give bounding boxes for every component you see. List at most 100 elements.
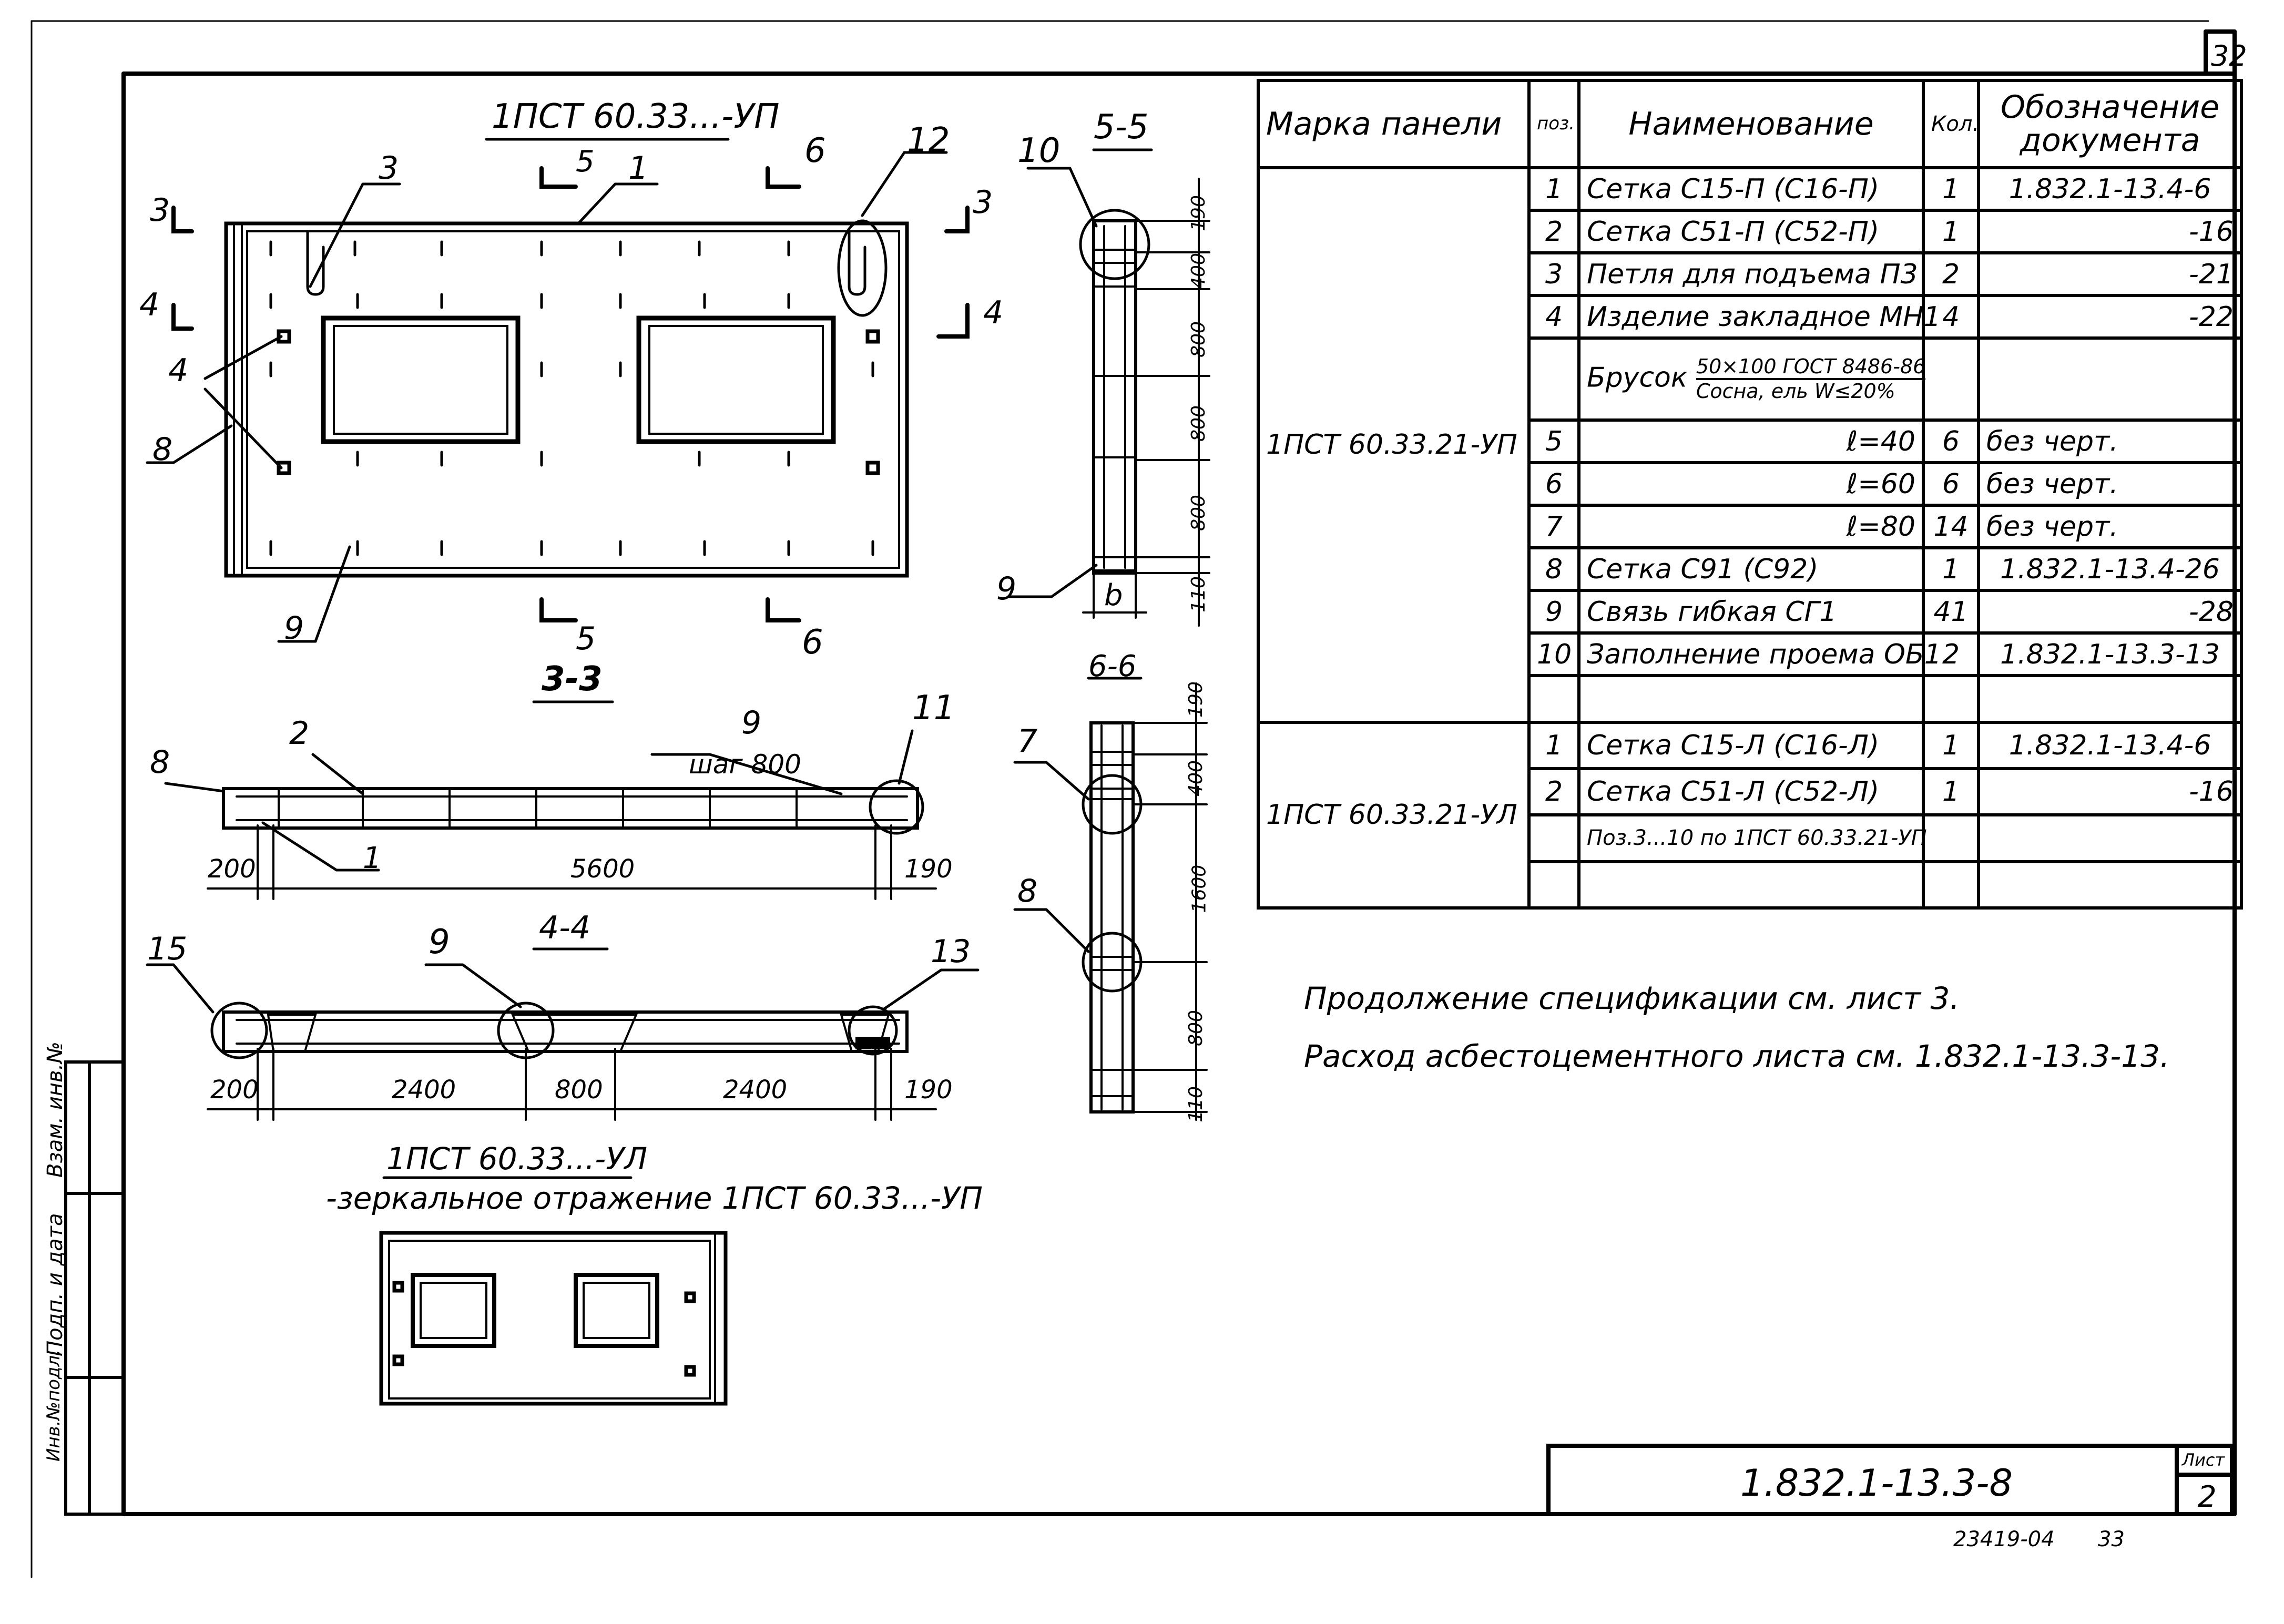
cell-pos: 1: [1527, 720, 1581, 770]
cell-name: Изделие закладное МН1: [1577, 294, 1941, 340]
cell-pos: 10: [1527, 631, 1581, 678]
dim-400-s55: 400: [1187, 253, 1209, 289]
dim-1600-s66: 1600: [1188, 864, 1210, 913]
cell-name: Сетка С51-Л (С52-Л): [1577, 767, 1925, 817]
callout-13-s44: 13: [931, 933, 971, 970]
cell-qty: 2: [1922, 251, 1980, 298]
stamp-vzam-inv: Взам. инв.№: [43, 1041, 67, 1178]
dim-5600-s33: 5600: [570, 854, 635, 884]
group2-mark: 1ПСТ 60.33.21-УЛ: [1257, 720, 1531, 910]
cell-pos: 8: [1527, 546, 1581, 593]
note-continuation: Продолжение спецификации см. лист 3.: [1304, 980, 1960, 1016]
cell-name: ℓ=60: [1577, 461, 1925, 507]
header-qty: Кол.: [1922, 78, 1980, 170]
brusok-label: Брусок: [1587, 362, 1688, 394]
cell-pos: 3: [1527, 251, 1581, 298]
cell-doc: -21: [1977, 251, 2243, 298]
dim-800a-s55: 800: [1187, 321, 1209, 358]
callout-1-s33: 1: [363, 841, 382, 875]
cut-mark-4-left: 4: [139, 287, 160, 323]
section-3-3: [164, 700, 937, 900]
cell-qty: 4: [1922, 294, 1980, 340]
dim-200-s44: 200: [210, 1075, 259, 1105]
dim-2400b-s44: 2400: [723, 1075, 788, 1105]
callout-9: 9: [284, 610, 304, 647]
header-name: Наименование: [1577, 78, 1925, 170]
cell-qty: 6: [1922, 461, 1980, 507]
dim-800-s66: 800: [1185, 1010, 1207, 1046]
cell-name: ℓ=80: [1577, 504, 1925, 550]
cell-pos: [1527, 813, 1581, 863]
cell-doc: 1.832.1-13.3-13: [1977, 631, 2243, 678]
cell-name: Связь гибкая СГ1: [1577, 589, 1925, 635]
cell-name: Поз.3...10 по 1ПСТ 60.33.21-УП: [1577, 813, 1927, 863]
panel-mirror-view: [379, 1176, 728, 1406]
header-doc: Обозначение документа: [1977, 78, 2243, 170]
callout-3: 3: [379, 150, 399, 187]
cell-doc: без черт.: [1977, 418, 2243, 465]
cell-doc: [1977, 860, 2243, 910]
cell-doc: 1.832.1-13.4-6: [1977, 166, 2243, 212]
cell-qty: 1: [1922, 720, 1980, 770]
callout-9-s44: 9: [429, 923, 450, 962]
cell-qty: [1922, 860, 1980, 910]
cell-doc: [1977, 813, 2243, 863]
side-stamp-frame: [64, 1060, 125, 1516]
cut-mark-5-bottom: 5: [576, 620, 596, 657]
cell-name: Сетка С15-Л (С16-Л): [1577, 720, 1925, 770]
section-4-4-title: 4-4: [539, 910, 590, 946]
cell-qty: 1: [1922, 767, 1980, 817]
cell-pos: 2: [1527, 767, 1581, 817]
callout-11-s33: 11: [912, 689, 955, 728]
table-row-empty: [1258, 674, 2243, 724]
cut-mark-6-bottom: 6: [802, 623, 823, 662]
cell-pos: 5: [1527, 418, 1581, 465]
cell-doc: -22: [1977, 294, 2243, 340]
page-number: 32: [2211, 39, 2247, 73]
section-3-3-title: 3-3: [542, 660, 603, 699]
cut-mark-3-right: 3: [973, 184, 993, 221]
cell-doc: 1.832.1-13.4-26: [1977, 546, 2243, 593]
cell-doc: без черт.: [1977, 461, 2243, 507]
cell-qty: 1: [1922, 546, 1980, 593]
section-4-4: [146, 947, 980, 1121]
dim-800b-s55: 800: [1187, 405, 1209, 442]
cell-doc: 1.832.1-13.4-6: [1977, 720, 2243, 770]
table-row: 2 Сетка С51-П (С52-П) 1 -16: [1258, 209, 2243, 255]
dim-190-s66: 190: [1185, 681, 1207, 718]
archive-page: 33: [2098, 1527, 2125, 1551]
cell-qty: 41: [1922, 589, 1980, 635]
cell-pos: 1: [1527, 166, 1581, 212]
callout-8: 8: [152, 431, 173, 468]
archive-number: 23419-04: [1953, 1527, 2055, 1551]
dim-190-s33: 190: [904, 854, 953, 884]
section-6-6-title: 6-6: [1088, 649, 1137, 683]
cell-pos: 9: [1527, 589, 1581, 635]
table-row: 5 ℓ=40 6 без черт.: [1258, 418, 2243, 465]
brusok-spec: 50×100 ГОСТ 8486-86 Сосна, ель W≤20%: [1696, 355, 1926, 403]
table-row: 4 Изделие закладное МН1 4 -22: [1258, 294, 2243, 340]
document-code: 1.832.1-13.3-8: [1740, 1462, 2013, 1505]
section-6-6: [1013, 677, 1208, 1121]
title-block-frame: [1546, 1444, 2234, 1516]
table-row: 10 Заполнение проема ОБ1 2 1.832.1-13.3-…: [1258, 631, 2243, 678]
sheet-number: 2: [2198, 1480, 2217, 1514]
cell-name: Сетка С91 (С92): [1577, 546, 1925, 593]
cell-qty: [1922, 336, 1980, 422]
step-label: шаг 800: [689, 749, 801, 780]
cell-name: [1577, 860, 1925, 910]
dim-190-s44: 190: [904, 1075, 953, 1105]
cell-doc: [1977, 674, 2243, 724]
callout-4: 4: [168, 352, 189, 389]
dim-200-s33: 200: [208, 854, 256, 884]
cell-pos: [1527, 336, 1581, 422]
stamp-inv-podl: Инв.№подл.: [43, 1350, 64, 1462]
brusok-line2: Сосна, ель W≤20%: [1696, 380, 1895, 403]
section-5-5: [1008, 148, 1210, 627]
brusok-line1: 50×100 ГОСТ 8486-86: [1696, 355, 1926, 381]
cell-pos: 2: [1527, 209, 1581, 255]
cell-name: ℓ=40: [1577, 418, 1925, 465]
panel-main-view: [146, 138, 970, 643]
callout-9-s33: 9: [741, 704, 762, 741]
